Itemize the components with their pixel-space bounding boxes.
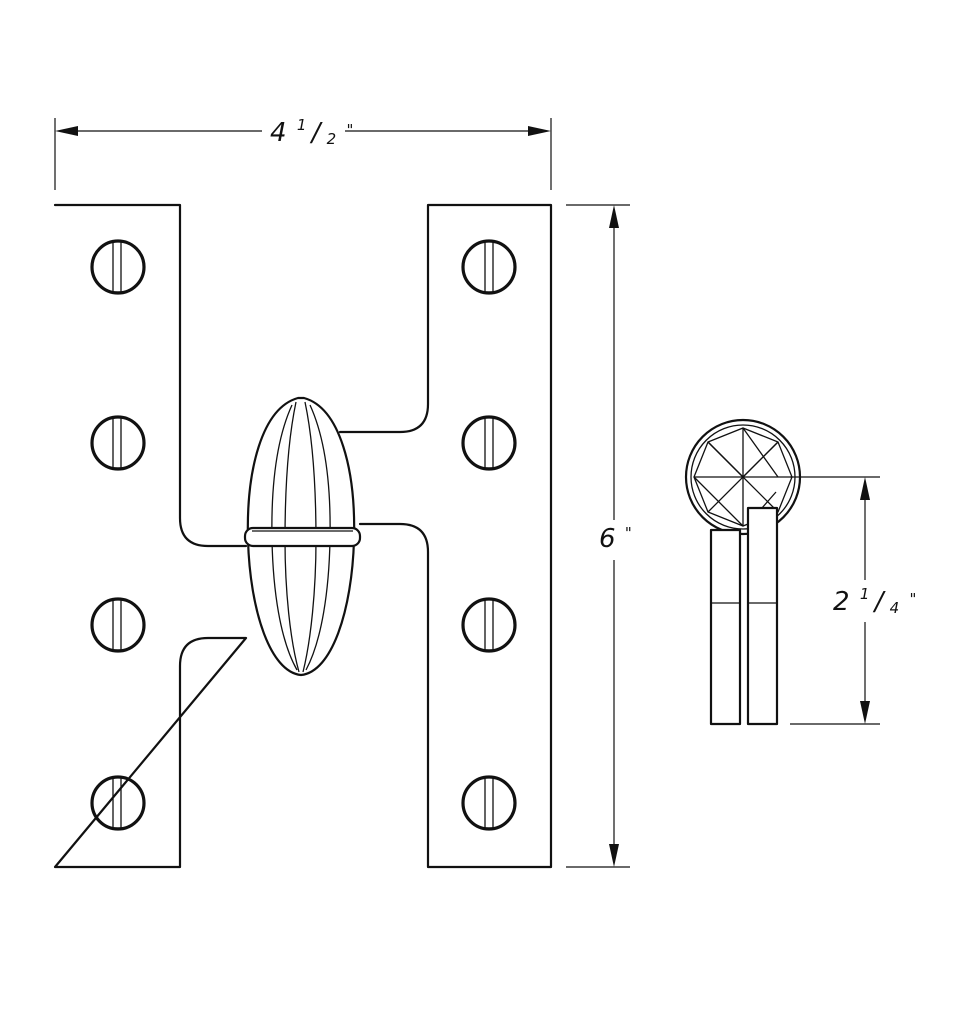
screw-icon	[461, 597, 517, 653]
screw-icon	[90, 239, 146, 295]
screw-icon	[461, 415, 517, 471]
side-height-label: 2 1 / 4 "	[833, 576, 916, 620]
height-label: 6 "	[599, 524, 632, 554]
screw-icon	[90, 415, 146, 471]
right-leaf-screws	[461, 239, 517, 831]
side-height-dimension: 2 1 / 4 "	[790, 476, 916, 725]
width-label: 4 1 / 2 "	[270, 107, 353, 151]
screw-icon	[90, 775, 146, 831]
right-leaf	[338, 203, 553, 869]
screw-icon	[461, 239, 517, 295]
side-view	[684, 418, 802, 726]
screw-icon	[461, 775, 517, 831]
screw-icon	[90, 597, 146, 653]
olive-knuckle	[243, 396, 362, 677]
height-dimension: 6 "	[566, 204, 632, 868]
knuckle-band	[243, 526, 362, 548]
left-leaf-screws	[90, 239, 146, 831]
width-dimension: 4 1 / 2 "	[54, 107, 552, 190]
left-leaf	[53, 203, 248, 869]
